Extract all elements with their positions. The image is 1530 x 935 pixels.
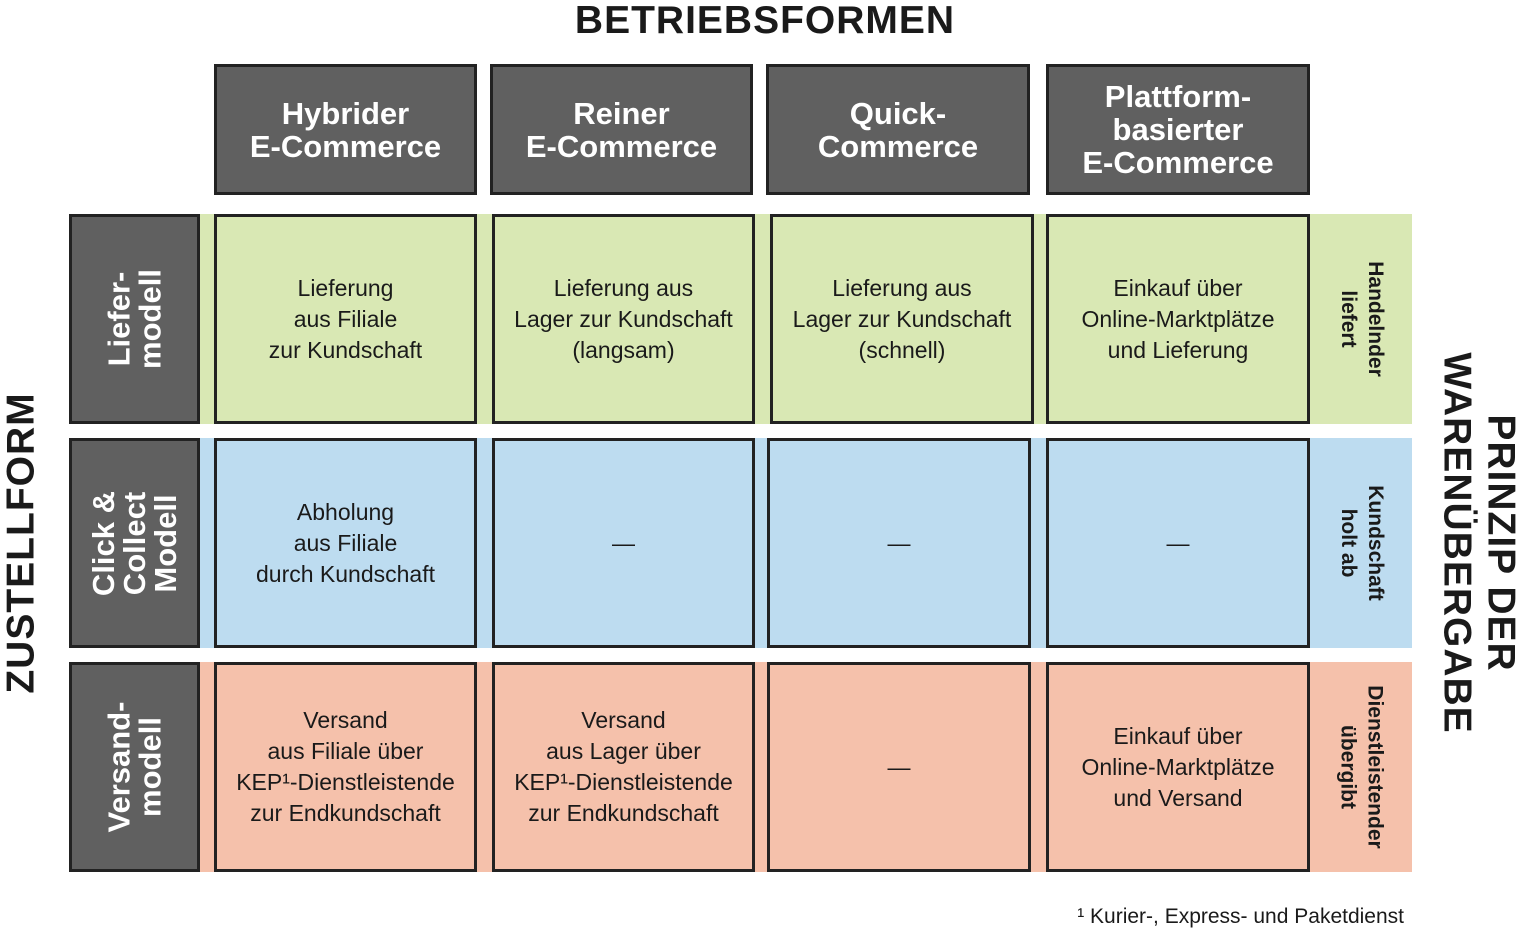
cell-delivery-hybrid: Lieferung aus Filiale zur Kundschaft — [214, 214, 477, 424]
column-header-hybrid: Hybrider E-Commerce — [214, 64, 477, 195]
row-header-delivery: Liefer- modell — [69, 214, 200, 424]
cell-click-collect-quick: — — [767, 438, 1031, 648]
cell-shipping-quick: — — [767, 662, 1031, 872]
row-header-shipping-label: Versand- modell — [101, 701, 168, 833]
side-label-delivery: Handelnder liefert — [1312, 214, 1412, 424]
cell-shipping-hybrid: Versand aus Filiale über KEP¹-Dienstleis… — [214, 662, 477, 872]
cell-delivery-pure: Lieferung aus Lager zur Kundschaft (lang… — [492, 214, 755, 424]
row-header-delivery-label: Liefer- modell — [101, 269, 168, 369]
diagram-title-top: BETRIEBSFORMEN — [574, 0, 956, 42]
side-label-click-collect: Kundschaft holt ab — [1312, 438, 1412, 648]
diagram-title-right: PRINZIP DER WARENÜBERGABE — [1428, 214, 1530, 872]
cell-click-collect-hybrid: Abholung aus Filiale durch Kundschaft — [214, 438, 477, 648]
side-label-click-collect-text: Kundschaft holt ab — [1337, 485, 1387, 601]
side-label-delivery-text: Handelnder liefert — [1337, 261, 1387, 377]
side-label-shipping: Dienstleistender übergibt — [1312, 662, 1412, 872]
cell-click-collect-pure: — — [492, 438, 755, 648]
diagram-title-right-text: PRINZIP DER WARENÜBERGABE — [1436, 352, 1524, 734]
diagram-title-left: ZUSTELLFORM — [0, 214, 44, 872]
footnote: ¹ Kurier-, Express- und Paketdienst — [1077, 905, 1404, 928]
cell-delivery-quick: Lieferung aus Lager zur Kundschaft (schn… — [770, 214, 1034, 424]
row-header-click-collect-label: Click & Collect Modell — [86, 490, 183, 596]
row-header-click-collect: Click & Collect Modell — [69, 438, 200, 648]
side-label-shipping-text: Dienstleistender übergibt — [1337, 685, 1388, 849]
column-header-pure: Reiner E-Commerce — [490, 64, 753, 195]
cell-shipping-pure: Versand aus Lager über KEP¹-Dienstleiste… — [492, 662, 755, 872]
column-header-quick: Quick- Commerce — [766, 64, 1030, 195]
column-header-platform: Plattform- basierter E-Commerce — [1046, 64, 1310, 195]
row-header-shipping: Versand- modell — [69, 662, 200, 872]
diagram-title-left-text: ZUSTELLFORM — [0, 392, 44, 694]
cell-shipping-platform: Einkauf über Online-Marktplätze und Vers… — [1046, 662, 1310, 872]
cell-delivery-platform: Einkauf über Online-Marktplätze und Lief… — [1046, 214, 1310, 424]
cell-click-collect-platform: — — [1046, 438, 1310, 648]
